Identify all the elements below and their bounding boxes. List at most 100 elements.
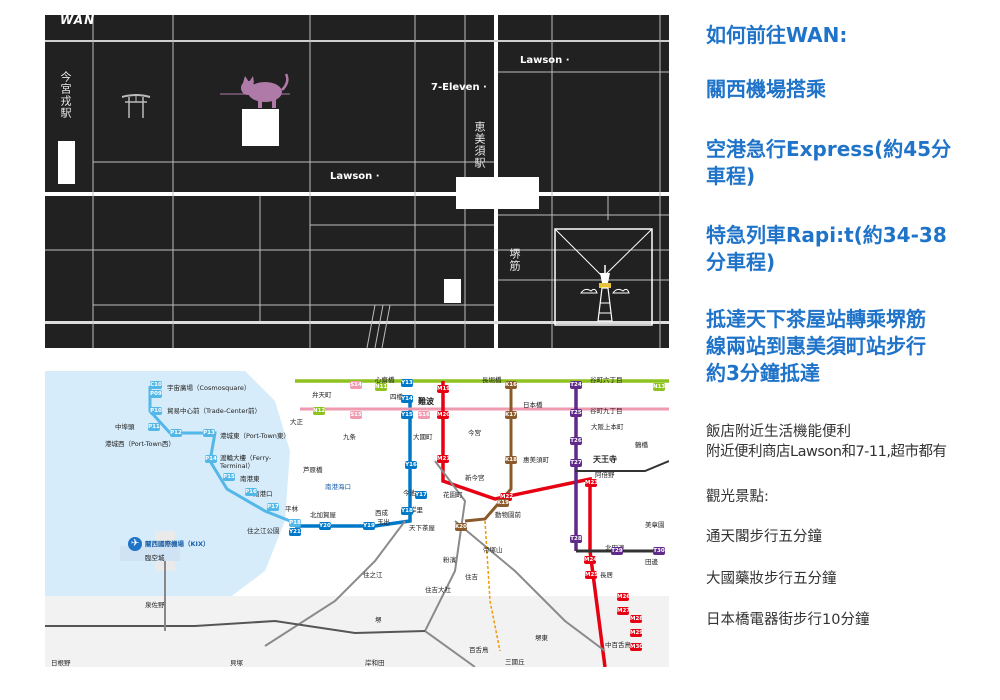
badge: M30 bbox=[630, 643, 644, 651]
label-tanimachi6: 谷町六丁目 bbox=[590, 376, 623, 384]
label-tamade: 玉出 bbox=[377, 518, 390, 526]
badge: N13 bbox=[653, 383, 666, 391]
cat-icon bbox=[220, 73, 290, 108]
badge: C10 bbox=[150, 381, 162, 389]
label-portown-e: 港城東（Port-Town東） bbox=[220, 432, 290, 440]
badge: T24 bbox=[570, 381, 582, 389]
label-imamiya: 今宮 bbox=[468, 429, 481, 437]
badge: T27 bbox=[570, 459, 582, 467]
store-lawson-mid: Lawson · bbox=[330, 171, 380, 182]
label-kujo: 九条 bbox=[343, 433, 356, 441]
label-ferry: 渡輪大樓（Ferry-Terminal） bbox=[220, 454, 272, 470]
area-map[interactable]: WAN 今宮戎駅 恵美須駅 堺筋 Lawson · 7-Eleven · Law… bbox=[45, 15, 669, 348]
badge: M28 bbox=[630, 615, 644, 623]
badge: T25 bbox=[570, 409, 582, 417]
badge: M24 bbox=[584, 556, 598, 564]
badge: P11 bbox=[148, 423, 160, 431]
label-doubutsuen: 動物園前 bbox=[495, 511, 521, 519]
label-rinku: 臨空城 bbox=[145, 554, 165, 562]
heading-rapit: 特急列車Rapi:t(約34-38 分車程) bbox=[706, 223, 947, 274]
badge: M29 bbox=[630, 629, 644, 637]
badge: K20 bbox=[455, 523, 467, 531]
label-hanazonocho: 花園町 bbox=[443, 491, 463, 499]
label-sakai: 堺 bbox=[375, 616, 382, 624]
label-kohama: 粉濱 bbox=[443, 556, 456, 564]
label-shinimamiya: 新今宮 bbox=[465, 474, 485, 482]
label-tanabe: 田邊 bbox=[645, 558, 658, 566]
label-tradecenter: 貿易中心前（Trade-Center前） bbox=[167, 407, 262, 415]
label-taisho: 大正 bbox=[290, 418, 303, 426]
badge: S14 bbox=[350, 381, 362, 389]
spot-daikoku-drug: 大國藥妝步行五分鐘 bbox=[706, 571, 837, 587]
badge: K17 bbox=[505, 411, 517, 419]
badge: K18 bbox=[505, 456, 517, 464]
label-namba: 難波 bbox=[418, 397, 434, 406]
label-hirabayashi: 平林 bbox=[285, 505, 298, 513]
heading-how-to-get: 如何前往WAN: bbox=[706, 23, 848, 47]
badge: K16 bbox=[505, 381, 517, 389]
label-shinsaibashi: 心齋橋 bbox=[375, 376, 395, 384]
label-nagai: 長居 bbox=[600, 571, 613, 579]
spot-nipponbashi-denden: 日本橋電器街步行10分鐘 bbox=[706, 612, 870, 628]
badge: M23 bbox=[585, 479, 599, 487]
label-daikokucho: 大國町 bbox=[413, 433, 433, 441]
label-abeno: 阿倍野 bbox=[595, 471, 615, 479]
label-tengachaya: 天下茶屋 bbox=[409, 524, 435, 532]
spot-tsutenkaku: 通天閣步行五分鐘 bbox=[706, 529, 822, 545]
wan-logo: WAN bbox=[60, 15, 96, 27]
label-minamikoguchi: 南港口 bbox=[253, 490, 273, 498]
badge: Y14 bbox=[401, 395, 413, 403]
label-cosmosquare: 宇宙廣場（Cosmosquare） bbox=[167, 384, 251, 392]
label-bishoen: 美章園 bbox=[645, 521, 665, 529]
label-sakaihigashi: 堺東 bbox=[535, 634, 548, 642]
badge: M27 bbox=[617, 607, 631, 615]
heading-transfer: 抵達天下茶屋站轉乘堺筋 線兩站到惠美須町站步行 約3分鐘抵達 bbox=[706, 307, 926, 385]
label-nakamozu: 中百舌鳥 bbox=[605, 641, 631, 649]
badge: Y21 bbox=[289, 528, 301, 536]
badge: M19 bbox=[437, 385, 451, 393]
label-bentencho: 弁天町 bbox=[312, 391, 332, 399]
badge: P09 bbox=[150, 390, 162, 398]
rail-map-lines bbox=[45, 371, 669, 667]
label-suminoe: 住之江 bbox=[363, 571, 383, 579]
label-osakauehonmachi: 大阪上本町 bbox=[591, 423, 624, 431]
label-mozu: 百舌鳥 bbox=[469, 646, 489, 654]
badge: Y16 bbox=[405, 461, 417, 469]
label-imaike: 今池 bbox=[403, 489, 416, 497]
label-nagahoribashi: 長堀橋 bbox=[482, 376, 502, 384]
badge: Y19 bbox=[363, 522, 375, 530]
label-kishinosato: 岸里 bbox=[410, 506, 423, 514]
area-map-roads bbox=[45, 15, 669, 348]
station-imamiyaebisu: 今宮戎駅 bbox=[59, 71, 72, 119]
label-kaizuka: 貝塚 bbox=[230, 659, 243, 667]
tsutenkaku-tower-icon bbox=[580, 265, 630, 322]
badge: S15 bbox=[350, 411, 362, 419]
label-suminoekoen: 住之江公園 bbox=[247, 527, 280, 535]
label-sumiyoshi: 住吉 bbox=[465, 573, 478, 581]
label-kishiwada: 岸和田 bbox=[365, 659, 385, 667]
rail-map[interactable]: ✈ 宇宙廣場（Cosmosquare） 貿易中心前（Trade-Center前）… bbox=[45, 371, 669, 667]
badge: T26 bbox=[570, 437, 582, 445]
label-tezukayama: 帝塚山 bbox=[483, 546, 503, 554]
label-minamikohigashi: 南港東 bbox=[240, 475, 260, 483]
badge: M20 bbox=[437, 411, 451, 419]
badge: T28 bbox=[570, 535, 582, 543]
badge: Y17 bbox=[415, 491, 427, 499]
badge: Y15 bbox=[401, 411, 413, 419]
label-nakafuto: 中埠頭 bbox=[115, 423, 135, 431]
label-sumiyoshitaisha: 住吉大社 bbox=[425, 586, 451, 594]
badge: Y18 bbox=[401, 507, 413, 515]
label-yotsubashi: 四橋 bbox=[390, 393, 403, 401]
label-kix: 關西國際機場（KIX） bbox=[145, 540, 210, 548]
airplane-icon: ✈ bbox=[128, 537, 142, 551]
label-izumisano: 泉佐野 bbox=[145, 601, 165, 609]
badge: S16 bbox=[418, 411, 430, 419]
badge: P16 bbox=[245, 488, 257, 496]
label-tsuruhashi: 鶴橋 bbox=[635, 441, 648, 449]
badge: K19 bbox=[497, 499, 509, 507]
badge: Y20 bbox=[319, 522, 331, 530]
badge: N12 bbox=[313, 407, 326, 415]
badge: P10 bbox=[150, 407, 162, 415]
badge: M26 bbox=[617, 593, 631, 601]
label-nankokaiko: 南港海口 bbox=[325, 483, 351, 491]
